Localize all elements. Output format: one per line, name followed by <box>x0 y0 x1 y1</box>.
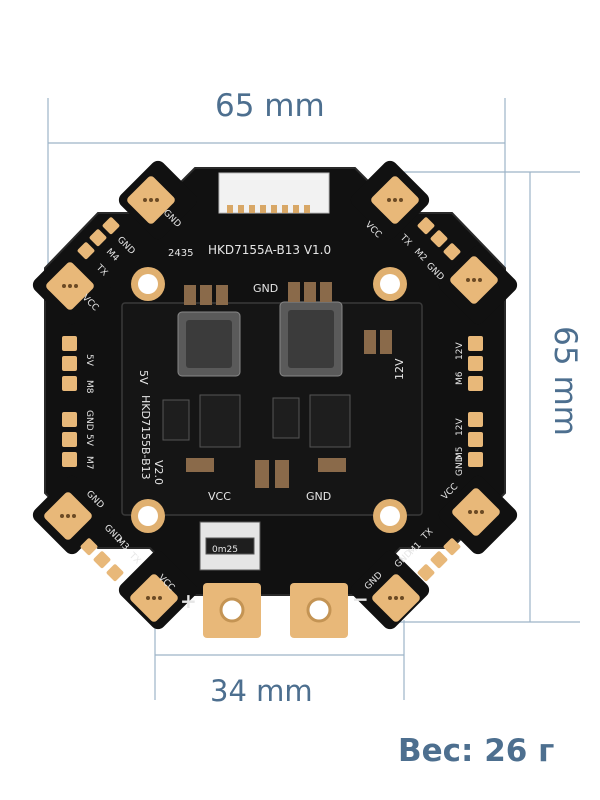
pin-label-tx: TX <box>126 550 142 566</box>
board-model-label: HKD7155A-B13 V1.0 <box>208 243 331 257</box>
board-code-label: 2435 <box>168 248 193 259</box>
side-pads <box>62 217 483 582</box>
side-model-label: HKD7155B-B13 <box>139 395 152 480</box>
pin-label-m7: M7 <box>84 456 94 470</box>
battery-pads <box>203 583 348 638</box>
pin-label-gnd: GND <box>455 455 465 476</box>
pin-label-12v: 12V <box>393 358 406 380</box>
pin-label-gnd: GND <box>253 282 278 295</box>
side-version-label: V2.0 <box>152 460 165 485</box>
minus-terminal-label: − <box>352 587 369 611</box>
pin-label-gnd: GND <box>306 490 331 503</box>
mounting-holes <box>131 267 407 533</box>
width-dimension-label: 65 mm <box>215 88 325 124</box>
pin-label-5v: 5V <box>84 354 94 367</box>
pin-label-5v: 5V <box>137 370 150 385</box>
mount-spacing-label: 34 mm <box>210 674 313 708</box>
pin-label-12v: 12V <box>455 342 465 360</box>
pin-label-vcc: VCC <box>208 490 231 503</box>
pin-label-gnd: GND <box>84 410 94 431</box>
pin-label-m5: M5 <box>455 447 465 461</box>
pin-label-m8: M8 <box>84 380 94 394</box>
pin-label-m6: M6 <box>455 371 465 385</box>
plus-terminal-label: + <box>180 589 197 613</box>
weight-label: Вес: 26 г <box>398 733 555 769</box>
pin-label-12v: 12V <box>455 418 465 436</box>
pin-label-5v: 5V <box>84 434 94 447</box>
chip-marking: 0m25 <box>212 545 238 555</box>
